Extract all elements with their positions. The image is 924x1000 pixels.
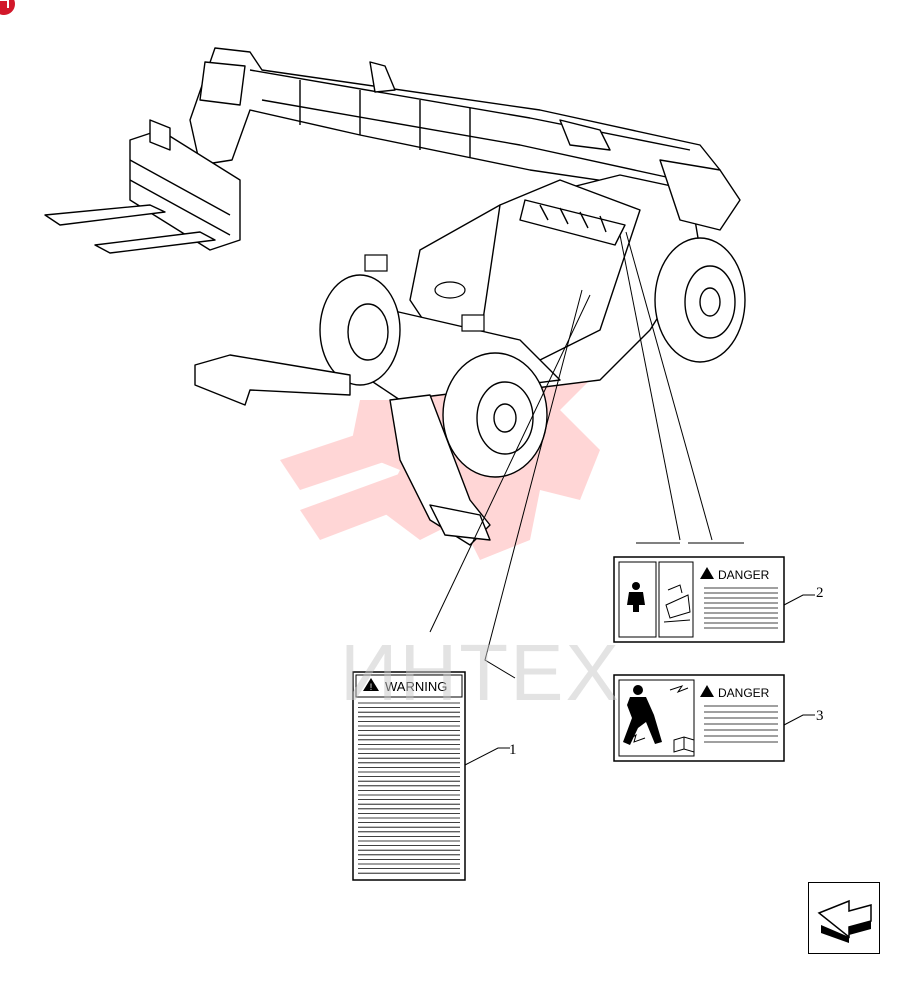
electrocution-icon — [623, 685, 689, 745]
danger-signal-word-3: DANGER — [718, 686, 770, 700]
manual-book-icon — [673, 736, 695, 753]
corner-badge-icon — [0, 0, 16, 16]
decal-warning: ! WARNING — [352, 671, 466, 881]
leader-lines — [429, 231, 744, 679]
callout-number-2: 2 — [816, 585, 824, 601]
warning-signal-word: WARNING — [385, 679, 447, 694]
fork-carriage — [44, 119, 241, 254]
engine-details — [364, 254, 485, 332]
watermark-text: ИНТЕХ — [340, 628, 621, 717]
decal-danger-3: DANGER — [613, 674, 785, 762]
callout-leaders — [464, 594, 815, 766]
callout-number-3: 3 — [816, 708, 824, 724]
stabilizers — [194, 354, 491, 546]
seated-operator-icon — [627, 582, 645, 612]
wheels — [319, 237, 746, 478]
next-page-arrow-icon — [817, 899, 872, 943]
telescopic-boom — [189, 47, 721, 196]
callout-number-1: 1 — [509, 742, 517, 758]
svg-text:!: ! — [370, 682, 373, 692]
machine-crush-icon — [663, 584, 691, 623]
danger-signal-word-2: DANGER — [718, 568, 770, 582]
decal-danger-2: DANGER — [613, 556, 785, 643]
next-page-button[interactable] — [808, 882, 880, 954]
